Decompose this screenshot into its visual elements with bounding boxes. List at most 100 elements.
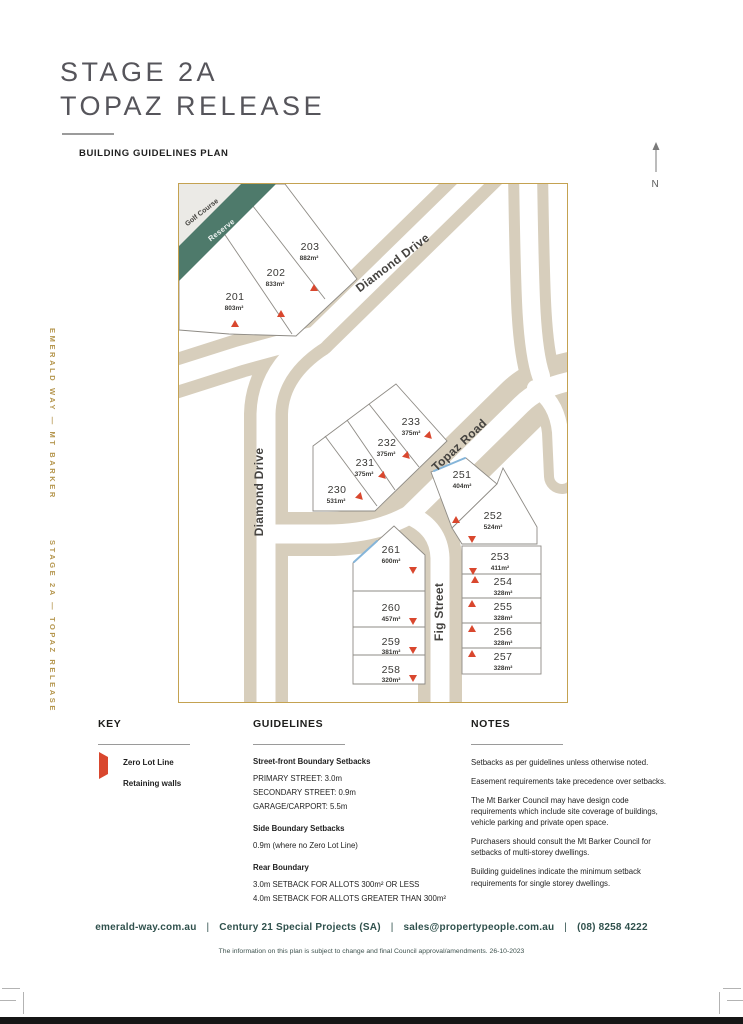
- guideline-line: GARAGE/CARPORT: 5.5m: [253, 802, 348, 811]
- north-arrow-head: [652, 142, 660, 150]
- block-253-257: [461, 545, 542, 675]
- side-text-project: EMERALD WAY — MT BARKER: [48, 328, 57, 500]
- footer-contact-line: emerald-way.com.au | Century 21 Special …: [0, 922, 743, 933]
- guidelines-heading: GUIDELINES: [253, 718, 324, 730]
- key-section: KEY Zero Lot Line Retaining walls: [98, 718, 238, 799]
- north-arrow: N: [640, 140, 672, 192]
- svg-text:375m²: 375m²: [355, 471, 375, 478]
- svg-text:320m²: 320m²: [382, 677, 402, 684]
- svg-text:328m²: 328m²: [494, 615, 514, 622]
- svg-text:328m²: 328m²: [494, 640, 514, 647]
- guidelines-subheading: Side Boundary Setbacks: [253, 824, 345, 833]
- key-heading: KEY: [98, 718, 122, 730]
- guideline-line: SECONDARY STREET: 0.9m: [253, 788, 356, 797]
- plan-subtitle: BUILDING GUIDELINES PLAN: [79, 148, 229, 159]
- svg-text:803m²: 803m²: [225, 305, 245, 312]
- svg-text:524m²: 524m²: [484, 524, 504, 531]
- lot-253-257-block: [461, 545, 542, 675]
- building-guidelines-plan: Golf Course Reserve: [178, 183, 568, 703]
- note-paragraph: Building guidelines indicate the minimum…: [471, 867, 641, 888]
- title-rule: [62, 133, 114, 135]
- footer-phone: (08) 8258 4222: [577, 922, 648, 933]
- notes-rule: [471, 744, 563, 745]
- footer-agency: Century 21 Special Projects (SA): [219, 922, 381, 933]
- guideline-line: PRIMARY STREET: 3.0m: [253, 774, 342, 783]
- footer-divider: |: [564, 922, 568, 933]
- guidelines-subheading: Street-front Boundary Setbacks: [253, 757, 371, 766]
- title-line1: STAGE 2A: [60, 57, 219, 87]
- notes-heading: NOTES: [471, 718, 511, 730]
- svg-text:201: 201: [226, 291, 245, 303]
- svg-text:252: 252: [484, 510, 503, 522]
- svg-text:232: 232: [378, 437, 397, 449]
- svg-text:233: 233: [402, 416, 421, 428]
- next-page-edge: [0, 1017, 743, 1024]
- svg-text:457m²: 457m²: [382, 616, 402, 623]
- guideline-line: 3.0m SETBACK FOR ALLOTS 300m² OR LESS: [253, 880, 420, 889]
- lot-252: [451, 466, 538, 545]
- side-text-stage: STAGE 2A — TOPAZ RELEASE: [48, 540, 57, 713]
- guideline-line: 4.0m SETBACK FOR ALLOTS GREATER THAN 300…: [253, 894, 446, 903]
- crop-mark: [719, 992, 720, 1014]
- svg-text:260: 260: [382, 602, 401, 614]
- footer-divider: |: [390, 922, 394, 933]
- svg-text:531m²: 531m²: [327, 498, 347, 505]
- guidelines-rule: [253, 744, 345, 745]
- svg-text:411m²: 411m²: [491, 565, 510, 572]
- zero-lot-line-icon: [98, 752, 111, 779]
- svg-text:328m²: 328m²: [494, 590, 514, 597]
- street-carriageways: [179, 184, 567, 702]
- block-201-203: [179, 184, 358, 337]
- lot-201-203-block: [179, 184, 358, 337]
- footer-divider: |: [206, 922, 210, 933]
- svg-text:254: 254: [494, 576, 513, 588]
- svg-text:261: 261: [382, 544, 401, 556]
- street-label-fig-street: Fig Street: [432, 583, 446, 641]
- svg-text:203: 203: [301, 241, 320, 253]
- reserve-area: [179, 184, 276, 281]
- footer-website: emerald-way.com.au: [95, 922, 197, 933]
- note-paragraph: The Mt Barker Council may have design co…: [471, 796, 658, 828]
- svg-text:255: 255: [494, 601, 513, 613]
- footer-email: sales@propertypeople.com.au: [403, 922, 555, 933]
- note-paragraph: Easement requirements take precedence ov…: [471, 777, 667, 787]
- svg-text:251: 251: [453, 469, 472, 481]
- retaining-wall-lot251: [433, 457, 466, 472]
- retaining-wall-lot261: [353, 540, 378, 563]
- retaining-walls: [353, 457, 466, 563]
- lot-230-233-block: [312, 383, 448, 512]
- note-paragraph: Setbacks as per guidelines unless otherw…: [471, 758, 649, 767]
- crop-mark: [2, 988, 20, 989]
- svg-text:833m²: 833m²: [266, 281, 286, 288]
- guidelines-section: GUIDELINES Street-front Boundary Setback…: [253, 718, 453, 908]
- svg-text:882m²: 882m²: [300, 255, 320, 262]
- crop-mark: [23, 992, 24, 1014]
- page-title: STAGE 2A TOPAZ RELEASE: [60, 55, 325, 123]
- title-line2: TOPAZ RELEASE: [60, 91, 326, 121]
- svg-text:256: 256: [494, 626, 513, 638]
- svg-text:328m²: 328m²: [494, 665, 514, 672]
- svg-text:258: 258: [382, 664, 401, 676]
- svg-text:375m²: 375m²: [402, 430, 422, 437]
- block-258-261: [352, 525, 426, 685]
- svg-text:259: 259: [382, 636, 401, 648]
- guideline-line: 0.9m (where no Zero Lot Line): [253, 841, 358, 850]
- svg-text:231: 231: [356, 457, 375, 469]
- zero-lot-line-markers: [231, 284, 479, 682]
- street-label-diamond-drive-vertical: Diamond Drive: [252, 448, 266, 537]
- block-251-252: [430, 457, 538, 545]
- svg-text:404m²: 404m²: [453, 483, 473, 490]
- retaining-wall-icon: [98, 778, 111, 788]
- crop-mark: [727, 1000, 743, 1001]
- svg-text:381m²: 381m²: [382, 649, 402, 656]
- footer-disclaimer: The information on this plan is subject …: [218, 948, 525, 955]
- north-label: N: [652, 179, 659, 190]
- crop-mark: [0, 1000, 16, 1001]
- svg-text:600m²: 600m²: [382, 558, 402, 565]
- key-rule: [98, 744, 190, 745]
- key-item-zero-lot-line: Zero Lot Line: [98, 752, 238, 779]
- note-paragraph: Purchasers should consult the Mt Barker …: [471, 837, 651, 858]
- lot-258-261-block: [352, 525, 426, 685]
- crop-mark: [723, 988, 741, 989]
